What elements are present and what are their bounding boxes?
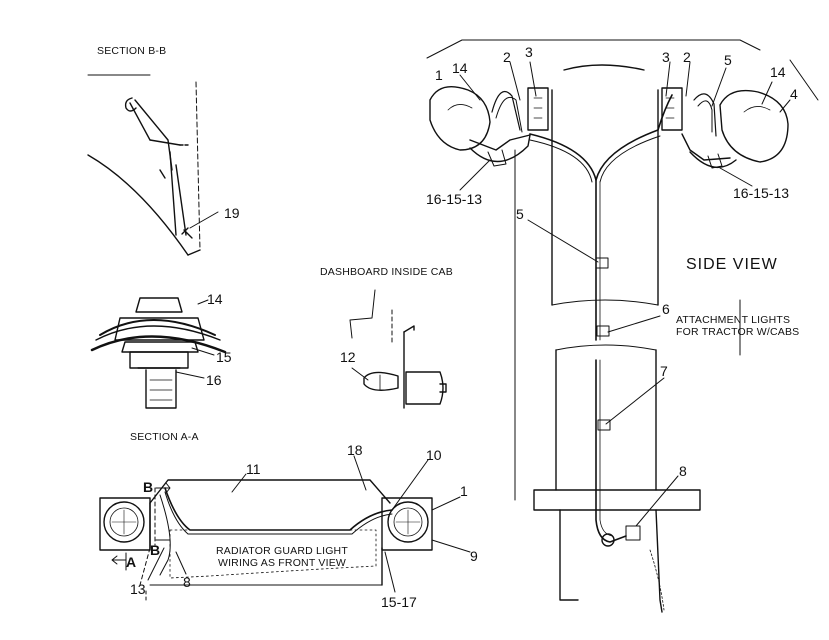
dashboard-switch-drawing [349,289,447,409]
callout-4: 4 [790,86,798,102]
callout-1-left-lamp: 1 [435,67,443,83]
bolt-section-drawing [90,297,227,409]
callout-5-mid: 5 [516,206,524,222]
callout-16-section: 16 [206,372,222,388]
callout-1-guard: 1 [460,483,468,499]
section-bb-drawing [87,74,219,256]
radiator-caption-line2: WIRING AS FRONT VIEW [217,557,347,569]
callout-15-17: 15-17 [381,594,417,610]
callout-18: 18 [347,442,363,458]
callout-8-guard: 8 [183,574,191,590]
callout-15-section: 15 [216,349,232,365]
callout-11: 11 [246,461,261,477]
radiator-guard-caption: RADIATOR GUARD LIGHT WIRING AS FRONT VIE… [216,545,348,569]
callout-8-side-view: 8 [679,463,687,479]
callout-2-left: 2 [503,49,511,65]
callout-2-right: 2 [683,49,691,65]
callout-16-15-13-left: 16-15-13 [426,191,483,207]
callout-5-top: 5 [724,52,732,68]
callout-3-left: 3 [525,44,533,60]
dashboard-caption: DASHBOARD INSIDE CAB [320,266,453,278]
side-view-drawing [426,39,819,613]
callout-14-section: 14 [207,291,223,307]
callout-3-right: 3 [662,49,670,65]
callout-14-right: 14 [770,64,786,80]
callout-14-left: 14 [452,60,468,76]
radiator-caption-line1: RADIATOR GUARD LIGHT [216,545,348,557]
callout-19: 19 [224,205,240,221]
callout-6: 6 [662,301,670,317]
callout-7: 7 [660,363,668,379]
section-marker-a: A [126,554,137,570]
attachment-caption-line2: FOR TRACTOR W/CABS [676,326,800,338]
section-aa-caption: SECTION A-A [130,431,199,443]
attachment-caption-line1: ATTACHMENT LIGHTS [676,314,791,326]
callout-16-15-13-right: 16-15-13 [733,185,790,201]
callout-9: 9 [470,548,478,564]
attachment-caption: ATTACHMENT LIGHTS FOR TRACTOR W/CABS [676,314,799,338]
side-view-caption: SIDE VIEW [686,256,778,273]
callout-13: 13 [130,581,146,597]
section-bb-caption: SECTION B-B [97,45,167,57]
radiator-guard-drawing [99,455,471,601]
callout-12: 12 [340,349,356,365]
section-marker-b-top: B [143,479,154,495]
callout-10: 10 [426,447,442,463]
section-marker-b-bottom: B [150,542,161,558]
